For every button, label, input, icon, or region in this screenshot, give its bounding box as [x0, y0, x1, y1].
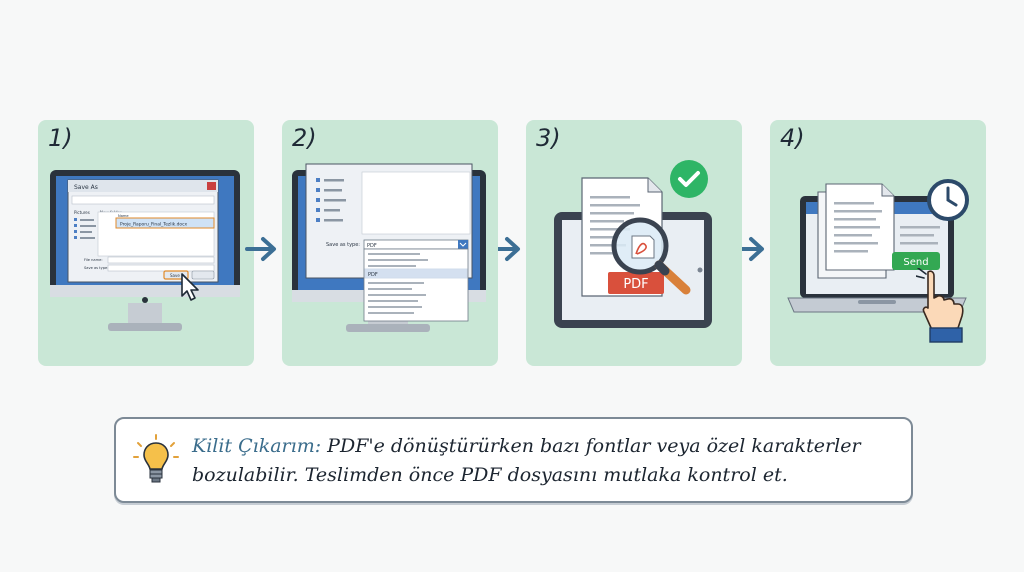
key-takeaway-box: Kilit Çıkarım: PDF'e dönüştürürken bazı … — [114, 417, 913, 503]
svg-text:Save as type:: Save as type: — [84, 266, 108, 270]
pdf-badge: PDF — [623, 277, 648, 292]
step-4-number: 4) — [780, 124, 805, 152]
file-entry[interactable]: Proje_Raporu_Final_Tezlik.docx — [120, 222, 188, 228]
key-takeaway-line-1: PDF'e dönüştürürken bazı fontlar veya öz… — [321, 435, 861, 457]
check-icon — [670, 160, 708, 198]
step-1-panel: 1) Save As New folder Pictures Name Proj… — [38, 120, 254, 366]
step-3-panel: 3) PDF — [526, 120, 742, 366]
monitor-icon: Save as type: PDF PDF — [292, 163, 486, 332]
svg-text:Save as type:: Save as type: — [326, 242, 360, 248]
key-takeaway-text: Kilit Çıkarım: PDF'e dönüştürürken bazı … — [192, 432, 904, 490]
step-2-panel: 2) Save as type: PDF PDF — [282, 120, 498, 366]
hand-pointer-icon — [916, 268, 964, 343]
svg-text:File name:: File name: — [84, 258, 103, 262]
send-button[interactable]: Send — [903, 257, 928, 268]
key-takeaway-line-2: bozulabilir. Teslimden önce PDF dosyasın… — [192, 464, 788, 486]
step-1-number: 1) — [48, 124, 73, 152]
save-button[interactable]: Save — [170, 273, 180, 278]
arrow-right-icon — [245, 237, 276, 261]
cursor-icon — [181, 273, 199, 301]
step-4-panel: 4) Send — [770, 120, 986, 366]
clock-icon — [927, 179, 969, 221]
save-type-select[interactable]: PDF — [367, 243, 377, 249]
pdf-option[interactable]: PDF — [368, 272, 378, 278]
svg-text:Pictures: Pictures — [74, 210, 90, 215]
monitor-icon: Save As New folder Pictures Name Proje_R… — [50, 170, 240, 331]
step-3-number: 3) — [536, 124, 561, 152]
laptop-icon: Send — [787, 183, 967, 313]
magnifier-icon — [611, 217, 691, 295]
dialog-title: Save As — [74, 184, 98, 191]
svg-text:Name: Name — [118, 214, 129, 218]
lightbulb-icon — [133, 434, 179, 483]
step-2-number: 2) — [292, 124, 317, 152]
key-takeaway-lead: Kilit Çıkarım: — [192, 435, 322, 457]
